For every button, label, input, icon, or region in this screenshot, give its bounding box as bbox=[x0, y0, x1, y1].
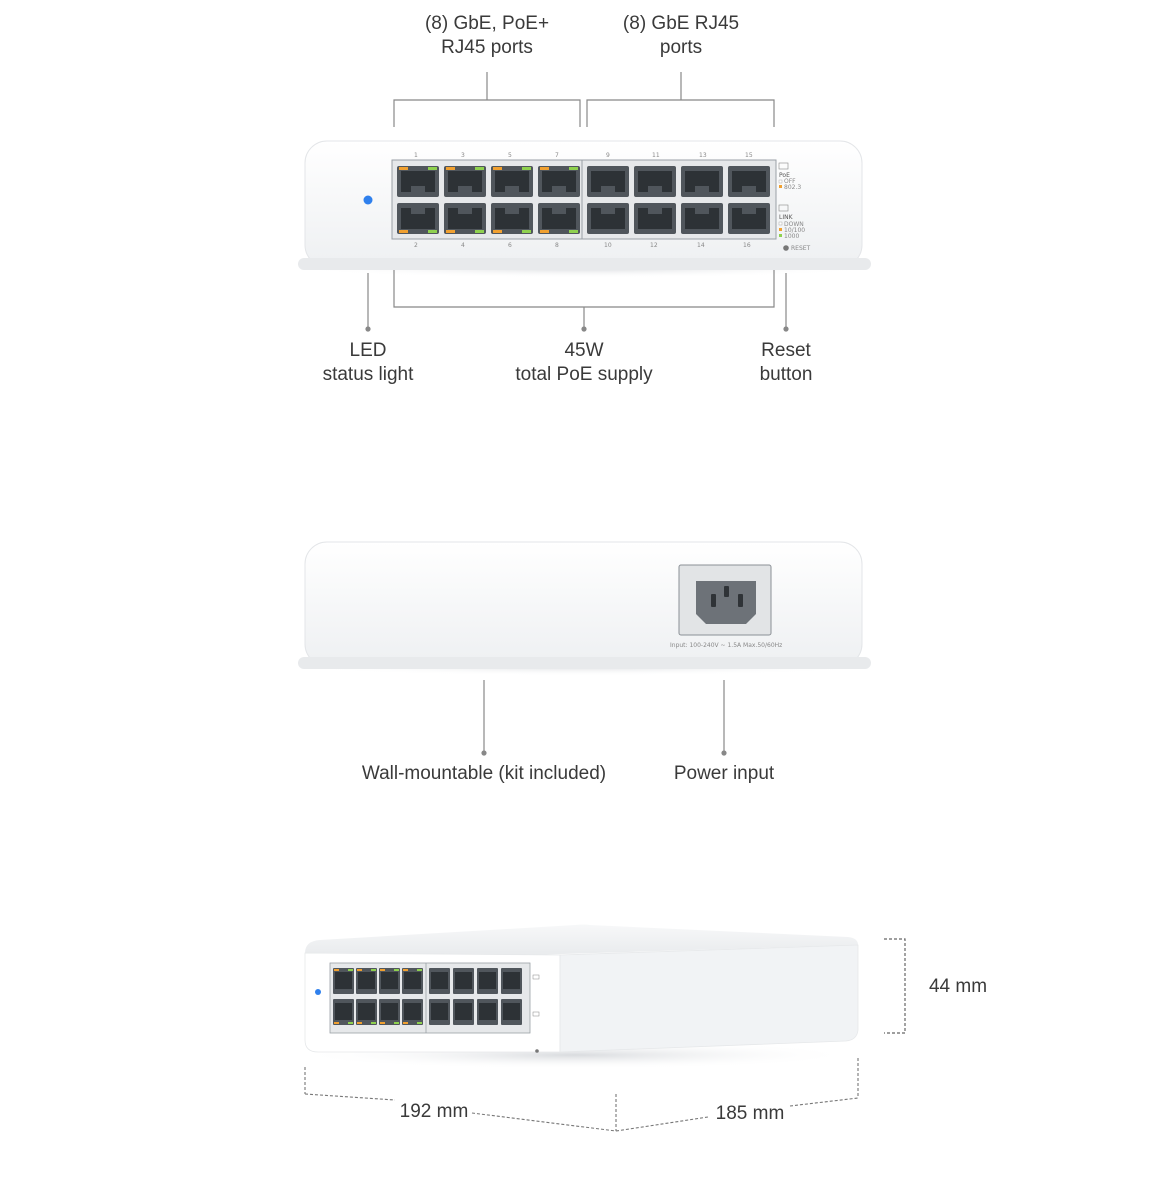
rj45-port bbox=[634, 203, 676, 234]
port-number: 4 bbox=[461, 242, 465, 249]
rj45-port bbox=[681, 203, 723, 234]
switch-side-face bbox=[559, 944, 859, 1053]
rj45-port bbox=[538, 166, 580, 197]
port-number: 1 bbox=[414, 152, 418, 159]
led-callout: LED status light bbox=[298, 339, 438, 387]
reset-button-small bbox=[535, 1049, 539, 1053]
wall-mount-callout: Wall-mountable (kit included) bbox=[344, 762, 624, 786]
port-number: 8 bbox=[555, 242, 559, 249]
rj45-port bbox=[681, 166, 723, 197]
rj45-ports-callout: (8) GbE RJ45 ports bbox=[601, 12, 761, 60]
depth-dimension: 185 mm bbox=[710, 1102, 790, 1126]
link-legend-down: DOWN bbox=[784, 221, 804, 228]
rj45-port bbox=[587, 166, 629, 197]
poe-supply-callout: 45W total PoE supply bbox=[494, 339, 674, 387]
rj45-port bbox=[587, 203, 629, 234]
power-input-icon bbox=[696, 581, 756, 624]
rj45-port bbox=[397, 166, 439, 197]
poe-legend-title: PoE bbox=[779, 172, 790, 179]
rj45-ports-bracket bbox=[586, 72, 775, 127]
wall-mount-text: Wall-mountable (kit included) bbox=[361, 763, 607, 784]
input-rating-text: Input: 100-240V ~ 1.5A Max.50/60Hz bbox=[670, 642, 782, 649]
width-value: 192 mm bbox=[399, 1101, 469, 1122]
ports-top-row bbox=[397, 166, 770, 197]
rj45-ports-line2: ports bbox=[659, 37, 703, 58]
link-legend-fast: 1000 bbox=[784, 233, 799, 240]
poe-legend-on: 802.3 bbox=[784, 184, 801, 191]
port-number: 14 bbox=[697, 242, 705, 249]
height-value: 44 mm bbox=[928, 976, 988, 997]
bottom-port-numbers: 2 4 6 8 10 12 14 16 bbox=[414, 242, 751, 249]
link-legend-title: LINK bbox=[779, 214, 794, 221]
reset-callout: Reset button bbox=[726, 339, 846, 387]
led-line2: status light bbox=[322, 364, 414, 385]
height-dimension-line bbox=[884, 938, 906, 1034]
top-port-numbers: 1 3 5 7 9 11 13 15 bbox=[414, 152, 753, 159]
power-input-callout-line bbox=[721, 680, 727, 756]
rj45-port bbox=[634, 166, 676, 197]
power-input-text: Power input bbox=[673, 763, 775, 784]
port-number: 2 bbox=[414, 242, 418, 249]
ports-small-bottom-row bbox=[333, 999, 522, 1025]
port-number: 9 bbox=[606, 152, 610, 159]
port-number: 16 bbox=[743, 242, 751, 249]
led-line1: LED bbox=[349, 340, 387, 361]
port-number: 6 bbox=[508, 242, 512, 249]
rj45-port bbox=[444, 203, 486, 234]
port-number: 12 bbox=[650, 242, 658, 249]
depth-dimension-line bbox=[615, 1058, 859, 1132]
poe-ports-line1: (8) GbE, PoE+ bbox=[424, 13, 550, 34]
poe-ports-bracket bbox=[393, 72, 581, 127]
depth-value: 185 mm bbox=[715, 1103, 785, 1124]
switch-front-base bbox=[298, 258, 871, 270]
poe-supply-bracket bbox=[393, 270, 775, 332]
poe-legend-off: OFF bbox=[784, 178, 796, 185]
port-number: 11 bbox=[652, 152, 660, 159]
height-dimension: 44 mm bbox=[918, 975, 998, 999]
width-dimension: 192 mm bbox=[394, 1100, 474, 1124]
poe-legend: PoE OFF 802.3 bbox=[778, 162, 801, 191]
switch-top-surface bbox=[305, 924, 858, 955]
rj45-ports-line1: (8) GbE RJ45 bbox=[622, 13, 740, 34]
link-legend-slow: 10/100 bbox=[784, 227, 805, 234]
reset-line2: button bbox=[759, 364, 813, 385]
reset-button bbox=[783, 245, 789, 251]
switch-rear-base bbox=[298, 657, 871, 669]
reset-line1: Reset bbox=[761, 340, 811, 361]
port-number: 5 bbox=[508, 152, 512, 159]
rj45-port bbox=[538, 203, 580, 234]
led-status-light bbox=[363, 195, 373, 205]
reset-callout-line bbox=[783, 273, 789, 332]
reset-text: RESET bbox=[791, 245, 811, 252]
port-number: 13 bbox=[699, 152, 707, 159]
poe-supply-line1: 45W bbox=[564, 340, 604, 361]
wall-mount-callout-line bbox=[481, 680, 487, 756]
rj45-port bbox=[397, 203, 439, 234]
ports-bottom-row bbox=[397, 203, 770, 234]
led-status-light-small bbox=[315, 989, 321, 995]
rj45-port bbox=[491, 203, 533, 234]
link-legend: LINK DOWN 10/100 1000 bbox=[778, 204, 805, 240]
port-number: 15 bbox=[745, 152, 753, 159]
power-input-callout: Power input bbox=[644, 762, 804, 786]
poe-ports-callout: (8) GbE, PoE+ RJ45 ports bbox=[407, 12, 567, 60]
rj45-port bbox=[728, 166, 770, 197]
width-dimension-line bbox=[304, 1067, 617, 1132]
led-callout-line bbox=[365, 273, 371, 332]
rj45-port bbox=[444, 166, 486, 197]
poe-supply-line2: total PoE supply bbox=[515, 364, 653, 385]
rj45-port bbox=[491, 166, 533, 197]
poe-ports-line2: RJ45 ports bbox=[441, 37, 533, 58]
port-number: 3 bbox=[461, 152, 465, 159]
ports-small-top-row bbox=[333, 968, 522, 994]
rj45-port bbox=[728, 203, 770, 234]
port-number: 10 bbox=[604, 242, 612, 249]
port-number: 7 bbox=[555, 152, 559, 159]
